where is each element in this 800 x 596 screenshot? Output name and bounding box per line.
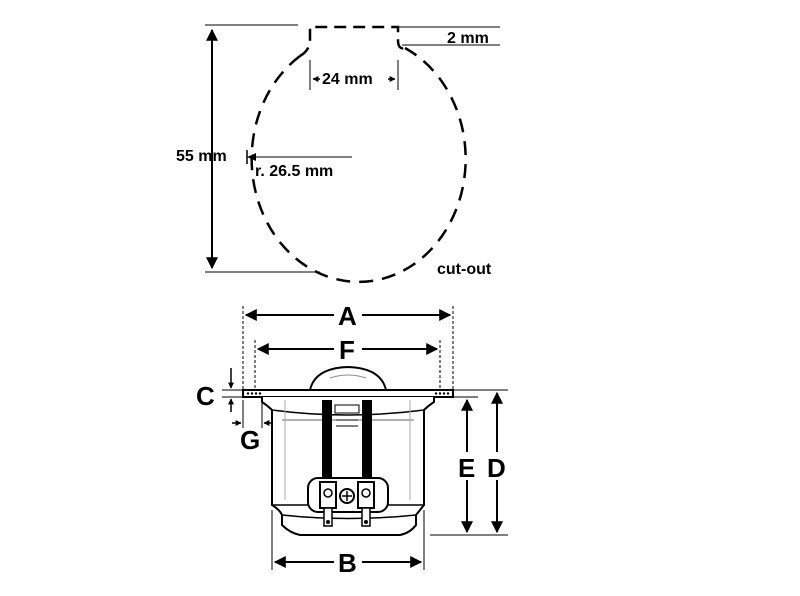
side-view: A F bbox=[196, 301, 508, 578]
wire-left bbox=[322, 400, 332, 480]
label-a: A bbox=[338, 301, 357, 331]
height-label: 55 mm bbox=[176, 148, 227, 165]
tab-depth-label: 2 mm bbox=[447, 30, 489, 47]
label-f: F bbox=[339, 335, 355, 365]
label-g: G bbox=[240, 425, 260, 455]
cutout-caption: cut-out bbox=[437, 261, 492, 278]
label-d: D bbox=[487, 453, 506, 483]
cutout-view: 2 mm 24 mm 55 mm r. 26.5 mm cut-out bbox=[176, 24, 500, 284]
radius-label: r. 26.5 mm bbox=[255, 163, 333, 180]
label-c: C bbox=[196, 381, 215, 411]
housing-body bbox=[261, 397, 435, 536]
lens-dome bbox=[308, 365, 388, 391]
cutout-notch bbox=[299, 25, 406, 58]
label-b: B bbox=[338, 548, 357, 578]
wire-right bbox=[362, 400, 372, 480]
bezel-flange bbox=[242, 389, 454, 398]
cutout-outline bbox=[250, 46, 467, 284]
label-e: E bbox=[458, 453, 475, 483]
tab-width-label: 24 mm bbox=[322, 71, 373, 88]
